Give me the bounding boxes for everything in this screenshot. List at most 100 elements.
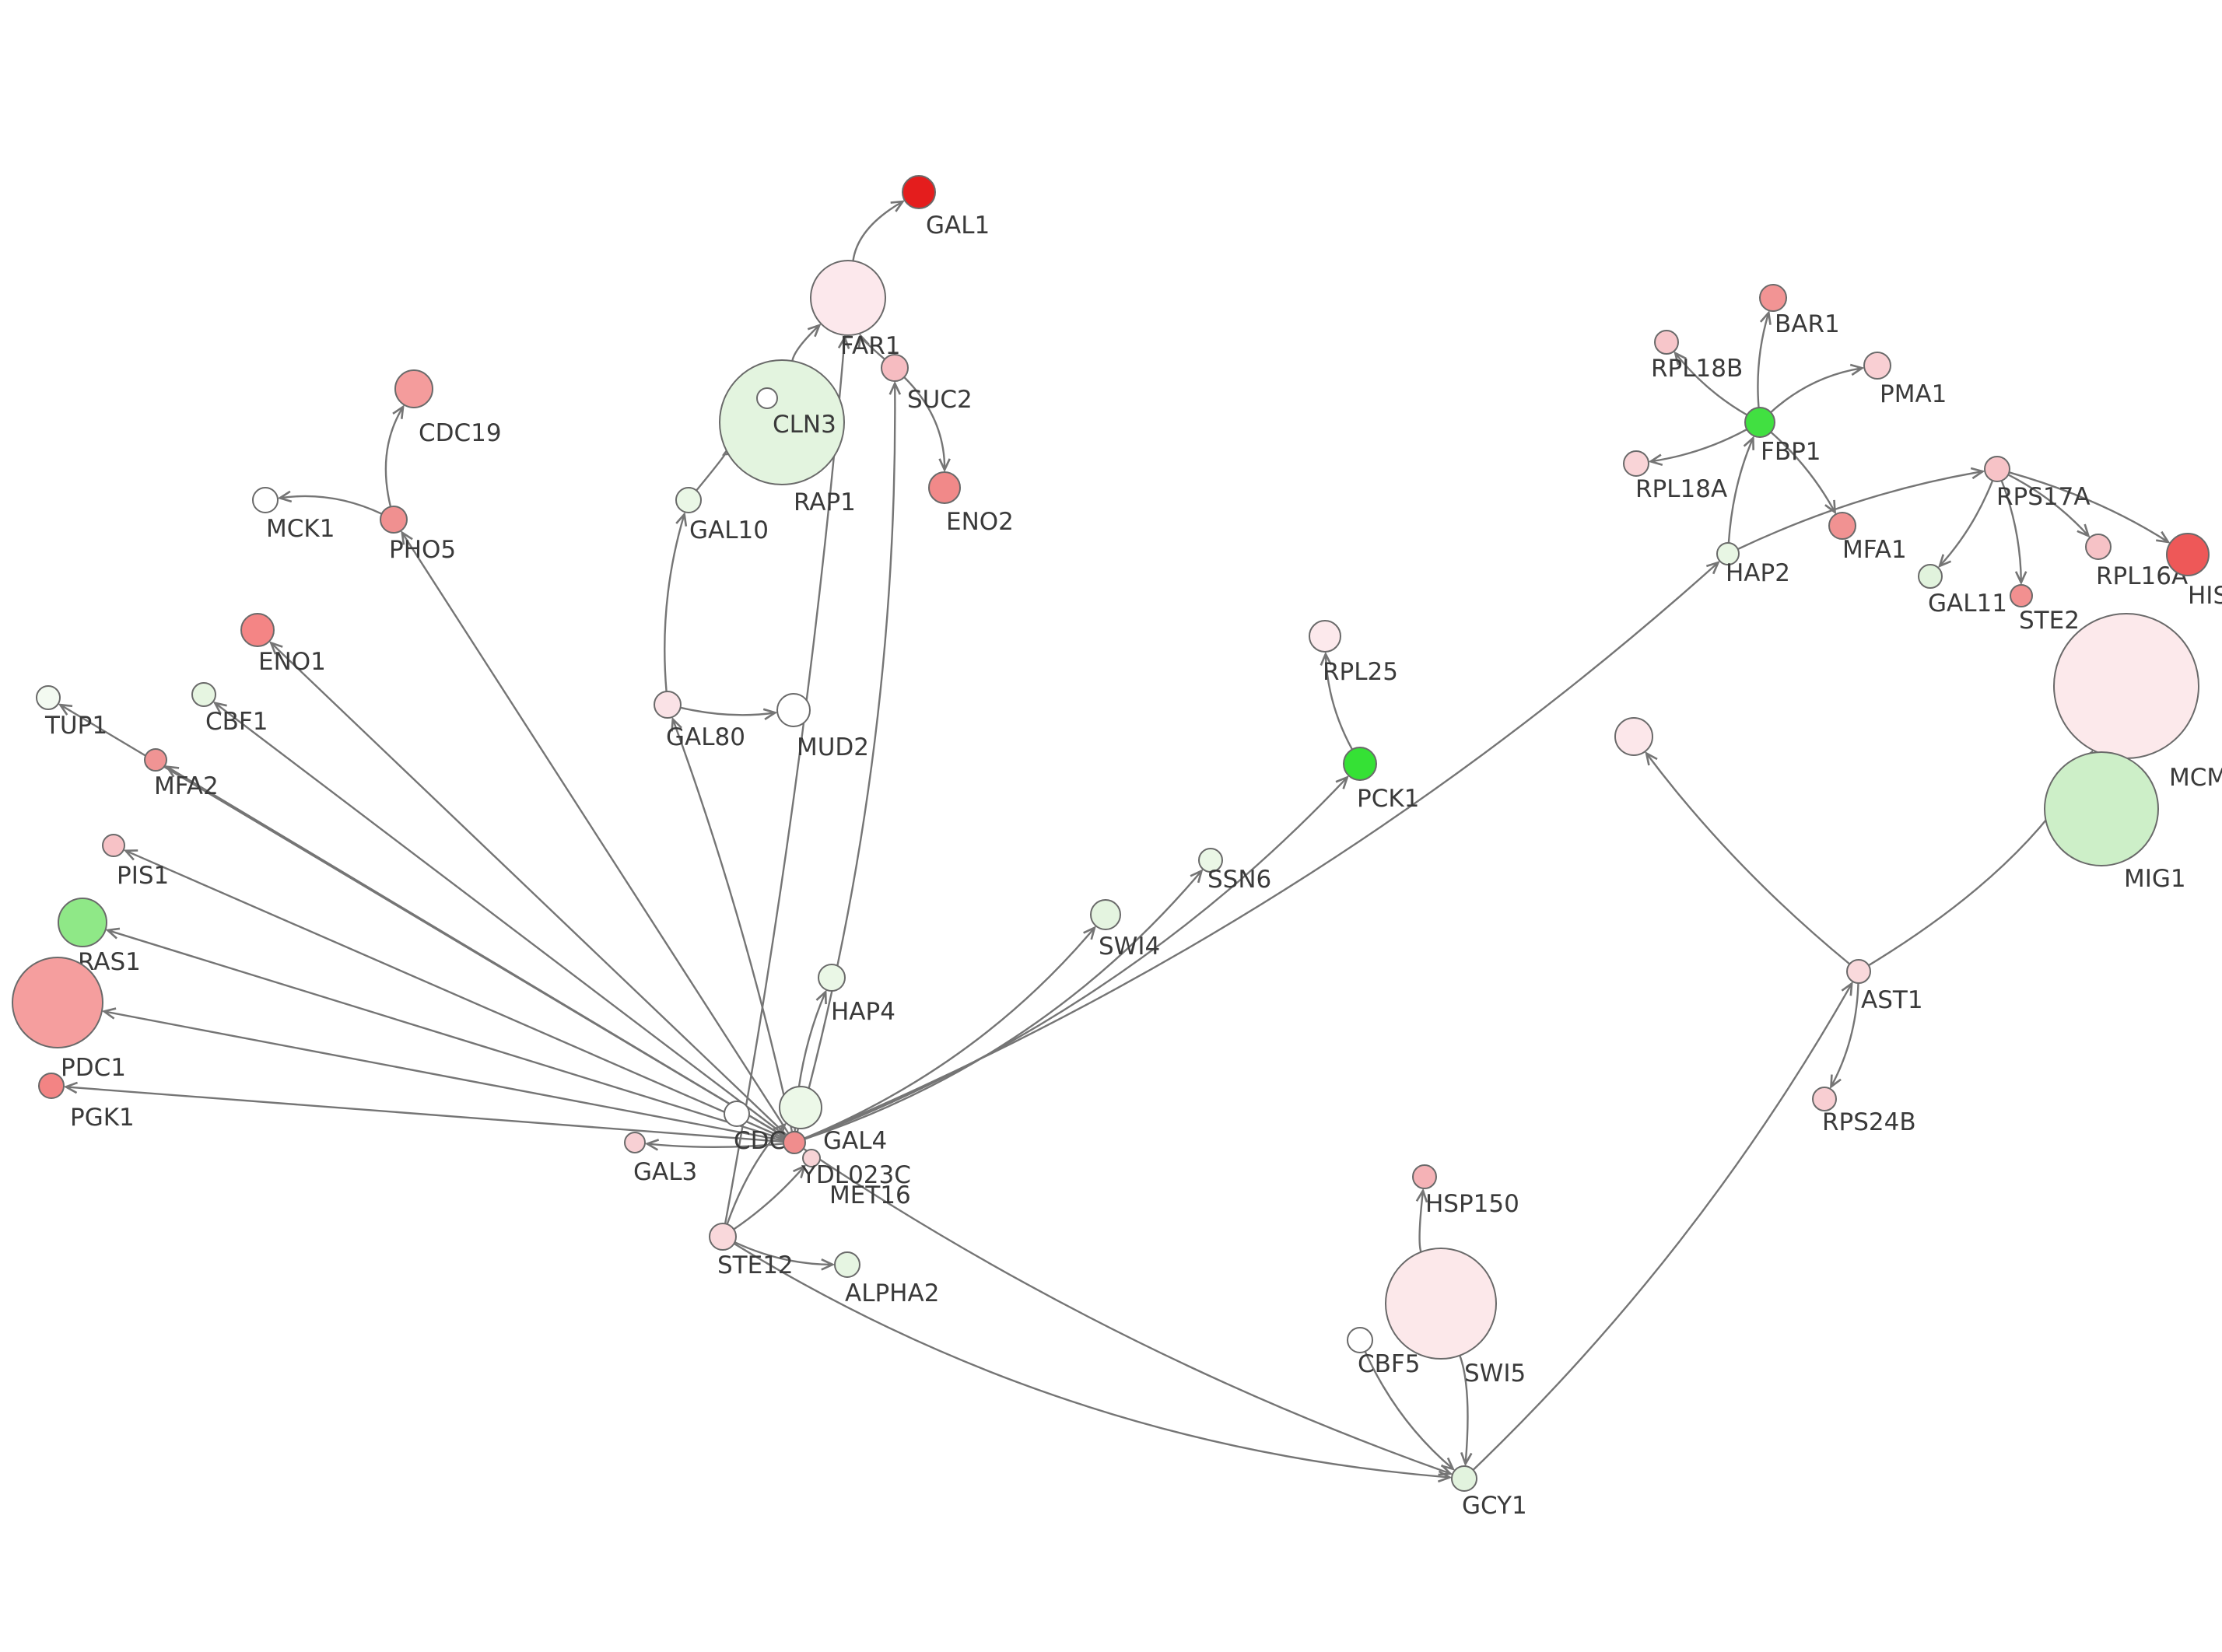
- node-cdc6[interactable]: [724, 1101, 750, 1127]
- edge-hap2-rps17a[interactable]: [1737, 467, 1985, 551]
- node-pdc1[interactable]: [12, 957, 103, 1048]
- node-suc2[interactable]: [881, 354, 909, 382]
- edge-fbp1-pma1[interactable]: [1770, 363, 1865, 414]
- node-rpl25[interactable]: [1309, 620, 1341, 653]
- edge-fbp1-bar1[interactable]: [1757, 310, 1772, 408]
- node-gal11[interactable]: [1918, 564, 1943, 589]
- edge-pho5-mck1[interactable]: [277, 490, 383, 515]
- edge-gal4-pdc1[interactable]: [101, 1007, 784, 1142]
- edge-swi5-hsp150[interactable]: [1415, 1188, 1428, 1253]
- node-mig1[interactable]: [2044, 751, 2159, 866]
- edge-gal4-cbf1[interactable]: [212, 701, 787, 1137]
- edge-cln3-far1[interactable]: [791, 323, 822, 362]
- node-gcy1[interactable]: [1451, 1465, 1477, 1492]
- node-fbp1[interactable]: [1744, 407, 1775, 438]
- edge-far1-gal1[interactable]: [852, 200, 906, 261]
- edge-rps17a-rpl16a[interactable]: [2007, 474, 2091, 538]
- node-cln3[interactable]: [719, 359, 845, 485]
- node-mfa1[interactable]: [1828, 512, 1856, 540]
- edge-pho5-cdc19[interactable]: [384, 404, 405, 507]
- edge-hap2-fbp1[interactable]: [1727, 436, 1755, 544]
- edge-gal4-hap2[interactable]: [804, 561, 1720, 1139]
- node-mud2[interactable]: [776, 693, 811, 727]
- edge-gal4-swi4[interactable]: [804, 926, 1096, 1139]
- edge-rps17a-gal11[interactable]: [1937, 480, 1994, 569]
- edge-gal4-pck1[interactable]: [804, 775, 1349, 1140]
- edge-gal10-cln3[interactable]: [696, 443, 737, 492]
- edge-rps17a-his4[interactable]: [2009, 471, 2171, 544]
- edge-fbp1-rpl18b[interactable]: [1674, 351, 1748, 416]
- edge-gcy1-ast1[interactable]: [1472, 981, 1853, 1471]
- node-pis1[interactable]: [102, 834, 125, 857]
- edge-ast1-rps24b[interactable]: [1829, 982, 1859, 1090]
- node-gal1[interactable]: [902, 175, 936, 209]
- edge-gal4-suc2[interactable]: [796, 380, 902, 1132]
- edge-ste12-met16[interactable]: [726, 1122, 787, 1225]
- node-rps17a[interactable]: [1984, 456, 2010, 482]
- node-bar1[interactable]: [1759, 284, 1787, 312]
- edge-gal4-gcy1[interactable]: [802, 1147, 1453, 1476]
- node-ssn6[interactable]: [1198, 848, 1223, 873]
- node-mcm1[interactable]: [2053, 613, 2199, 759]
- edge-gal4-ras1[interactable]: [105, 927, 784, 1141]
- node-gal80[interactable]: [654, 691, 682, 719]
- edge-pck1-rpl25[interactable]: [1320, 651, 1354, 751]
- edge-gal4-ssn6[interactable]: [804, 869, 1204, 1140]
- node-ast1[interactable]: [1846, 959, 1871, 984]
- node-rpl18a[interactable]: [1623, 450, 1649, 477]
- edge-suc2-far1[interactable]: [857, 333, 885, 360]
- node-pma1[interactable]: [1863, 352, 1891, 380]
- node-orf1[interactable]: [1614, 717, 1653, 756]
- node-far1[interactable]: [810, 260, 886, 336]
- edge-ast1-orf1[interactable]: [1645, 751, 1851, 965]
- node-swi4[interactable]: [1090, 899, 1121, 930]
- edge-ste12-alpha2[interactable]: [734, 1241, 836, 1271]
- node-eno2[interactable]: [928, 471, 961, 504]
- node-gal4[interactable]: [783, 1131, 806, 1154]
- node-gal10[interactable]: [675, 487, 702, 513]
- edge-fbp1-rpl18a[interactable]: [1648, 429, 1747, 466]
- edge-fbp1-mfa1[interactable]: [1770, 431, 1837, 515]
- node-ste2[interactable]: [2010, 584, 2033, 607]
- edge-gal4-eno1[interactable]: [269, 641, 787, 1136]
- node-rpl16a[interactable]: [2085, 534, 2112, 560]
- edge-ste12-gcy1[interactable]: [733, 1242, 1453, 1483]
- edge-gal4-pgk1[interactable]: [63, 1081, 784, 1143]
- edge-suc2-eno2[interactable]: [903, 376, 951, 473]
- node-mfa2[interactable]: [144, 748, 167, 772]
- edge-gal4-pho5[interactable]: [401, 530, 790, 1134]
- node-alpha2[interactable]: [834, 1251, 860, 1278]
- node-cdc19[interactable]: [394, 369, 433, 408]
- node-pck1[interactable]: [1343, 747, 1377, 781]
- node-ras1[interactable]: [58, 898, 107, 947]
- node-met16[interactable]: [779, 1086, 822, 1129]
- edge-gal4-pis1[interactable]: [123, 849, 785, 1139]
- node-hsp150[interactable]: [1412, 1164, 1437, 1189]
- node-swi5[interactable]: [1385, 1248, 1497, 1360]
- edge-gal4-tup1[interactable]: [58, 703, 786, 1138]
- node-mck1[interactable]: [252, 487, 279, 513]
- node-cbf1[interactable]: [191, 682, 216, 707]
- node-hap4[interactable]: [818, 964, 846, 992]
- node-cbf5[interactable]: [1347, 1327, 1373, 1353]
- node-pgk1[interactable]: [38, 1073, 65, 1099]
- node-rps24b[interactable]: [1812, 1087, 1837, 1111]
- edge-ste12-far1[interactable]: [724, 334, 850, 1224]
- node-gal3[interactable]: [624, 1132, 646, 1153]
- node-hap2[interactable]: [1716, 542, 1740, 565]
- edge-gal80-mud2[interactable]: [680, 706, 778, 720]
- edge-gal80-gal10[interactable]: [664, 512, 688, 692]
- node-ydl023c[interactable]: [802, 1149, 821, 1167]
- node-eno1[interactable]: [240, 613, 275, 647]
- node-rpl18b[interactable]: [1654, 330, 1679, 355]
- edge-swi5-gcy1[interactable]: [1459, 1355, 1473, 1467]
- edge-rps17a-ste2[interactable]: [2000, 480, 2027, 586]
- edge-cbf5-gcy1[interactable]: [1364, 1351, 1456, 1471]
- edge-gal4-gal80[interactable]: [671, 716, 794, 1132]
- node-ste12[interactable]: [709, 1223, 737, 1251]
- node-his4[interactable]: [2166, 533, 2210, 576]
- node-tup1[interactable]: [36, 685, 61, 710]
- node-pho5[interactable]: [380, 506, 408, 534]
